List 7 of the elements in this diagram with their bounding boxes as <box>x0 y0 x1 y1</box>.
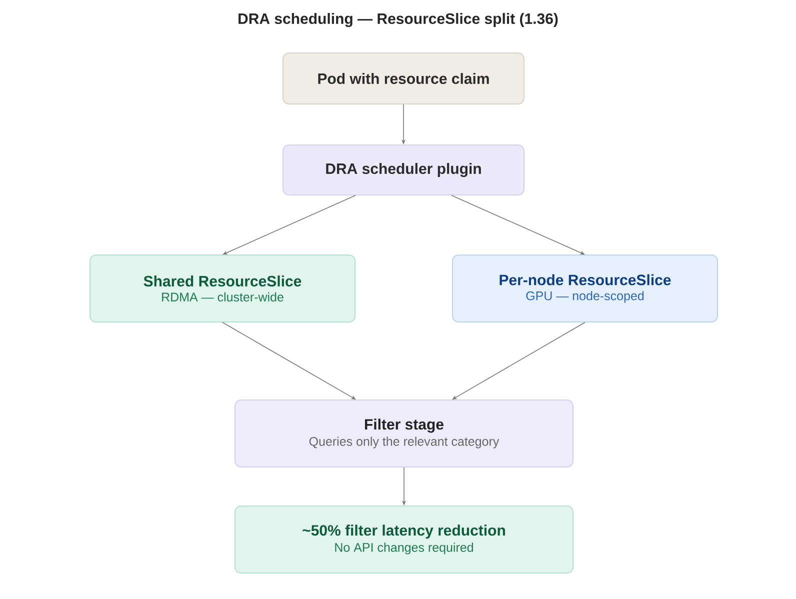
process-box: Pod with resource claim <box>282 52 524 104</box>
process-box: Filter stage Queries only the relevant category <box>234 400 574 468</box>
process-box: Shared ResourceSlice RDMA — cluster-wide <box>90 254 356 322</box>
process-box: Per-node ResourceSlice GPU — node-scoped <box>452 254 718 322</box>
process-box: ~50% filter latency reduction No API changes required <box>234 506 574 574</box>
process-box: DRA scheduler plugin <box>282 144 524 196</box>
title: DRA scheduling — ResourceSlice split (1.36) <box>238 12 558 28</box>
